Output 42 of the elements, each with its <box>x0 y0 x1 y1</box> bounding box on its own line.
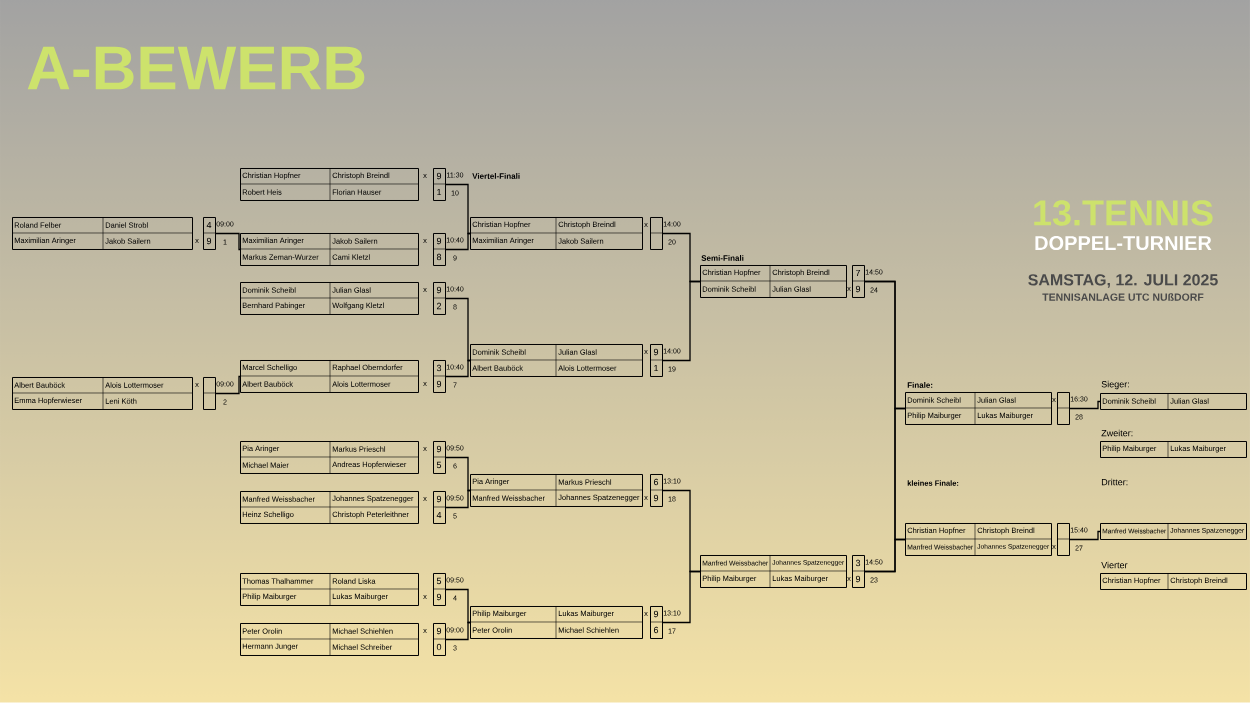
round-heading: Dritter: <box>1101 478 1128 486</box>
bracket-line <box>1069 400 1101 410</box>
score-box: 9 0 <box>432 623 446 656</box>
score-box: 5 9 <box>432 573 446 606</box>
bracket-line <box>215 232 241 251</box>
score-box: 7 9 <box>851 265 865 298</box>
bracket-line <box>445 297 471 362</box>
bracket-line <box>662 280 701 362</box>
bracket-line <box>445 588 471 624</box>
bracket-line <box>1069 530 1101 541</box>
score-box: 9 4 <box>432 491 446 524</box>
event-heading: SAMSTAG, 12. JULI 2025 <box>1028 274 1218 288</box>
score-box: 3 9 <box>851 555 865 588</box>
bracket-line <box>445 489 471 509</box>
score-box: 9 1 <box>432 168 446 201</box>
bracket-line <box>215 375 241 395</box>
node-label: Zweiter: <box>1101 429 1133 437</box>
bracket-line <box>445 183 471 235</box>
node-label: Vierter <box>1101 561 1128 569</box>
score-box: 9 5 <box>432 441 446 474</box>
score-box: 9 8 <box>432 233 446 266</box>
bracket-line <box>864 538 906 573</box>
bracket-line <box>445 232 471 251</box>
bracket-line <box>662 570 701 624</box>
score-box <box>202 377 216 410</box>
bracket-line <box>445 456 471 492</box>
score-box: 3 9 <box>432 360 446 393</box>
score-box <box>1056 392 1070 425</box>
score-box: 4 9 <box>202 217 216 250</box>
title: A-BEWERB <box>27 46 365 90</box>
event-heading: DOPPEL-TURNIER <box>1035 235 1212 251</box>
node-label: Sieger: <box>1101 380 1129 390</box>
score-box: 9 1 <box>649 344 663 377</box>
score-box: 6 9 <box>649 474 663 507</box>
score-box: 9 6 <box>649 606 663 639</box>
score-box: 9 2 <box>432 282 446 315</box>
event-heading: TENNISANLAGE UTC NUßDORF <box>1042 293 1204 301</box>
score-box <box>1056 523 1070 556</box>
bracket-line <box>445 359 471 378</box>
bracket-line <box>445 621 471 641</box>
score-box <box>649 217 663 250</box>
round-heading: Viertel-Finali <box>472 173 520 179</box>
